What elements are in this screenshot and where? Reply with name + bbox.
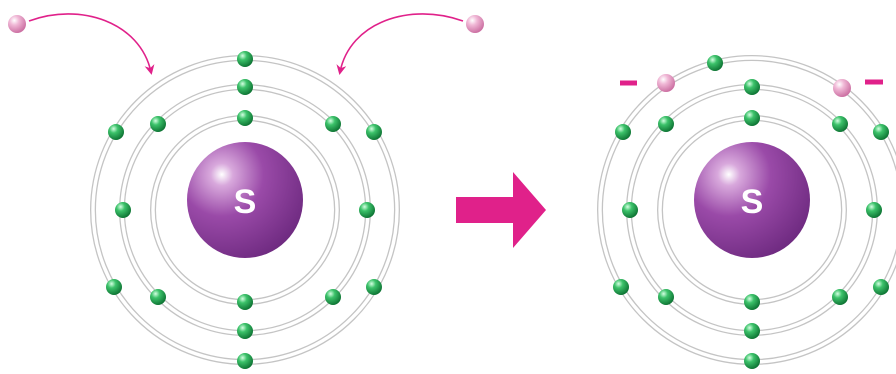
- electron: [237, 51, 253, 67]
- electron: [325, 289, 341, 305]
- electron: [866, 202, 882, 218]
- electron: [237, 110, 253, 126]
- nucleus-symbol: S: [741, 183, 764, 221]
- electron: [615, 124, 631, 140]
- electron: [744, 79, 760, 95]
- electron: [744, 323, 760, 339]
- incoming-electron: [466, 15, 484, 33]
- electron: [108, 124, 124, 140]
- electron: [873, 124, 889, 140]
- right-arrow-icon: [456, 172, 546, 248]
- nucleus: [694, 142, 810, 258]
- nucleus: [187, 142, 303, 258]
- electron: [658, 289, 674, 305]
- nucleus-right: S: [694, 142, 810, 258]
- curved-arrow-icon: [336, 13, 464, 75]
- electron: [106, 279, 122, 295]
- electron: [366, 124, 382, 140]
- electron: [359, 202, 375, 218]
- electron: [744, 110, 760, 126]
- gained-electron: [833, 79, 851, 97]
- charge-marks: [620, 79, 883, 86]
- electron: [832, 116, 848, 132]
- electrons-right: [613, 55, 889, 369]
- electron: [873, 279, 889, 295]
- atom-left: S: [90, 51, 400, 369]
- atom-right: S: [597, 55, 896, 369]
- electron: [832, 289, 848, 305]
- electron: [613, 279, 629, 295]
- electron: [150, 289, 166, 305]
- incoming-electrons: [8, 13, 484, 75]
- electron: [622, 202, 638, 218]
- gained-electron: [657, 74, 675, 92]
- electron: [744, 353, 760, 369]
- electron: [325, 116, 341, 132]
- electron: [150, 116, 166, 132]
- electron: [366, 279, 382, 295]
- electron: [237, 353, 253, 369]
- incoming-electron: [8, 15, 26, 33]
- electron: [237, 294, 253, 310]
- curved-arrow-icon: [28, 13, 155, 75]
- electron: [237, 79, 253, 95]
- electron: [115, 202, 131, 218]
- electrons-left: [106, 51, 382, 369]
- nucleus-symbol: S: [234, 183, 257, 221]
- electron: [237, 323, 253, 339]
- electron: [658, 116, 674, 132]
- nucleus-left: S: [187, 142, 303, 258]
- electron: [744, 294, 760, 310]
- electron: [707, 55, 723, 71]
